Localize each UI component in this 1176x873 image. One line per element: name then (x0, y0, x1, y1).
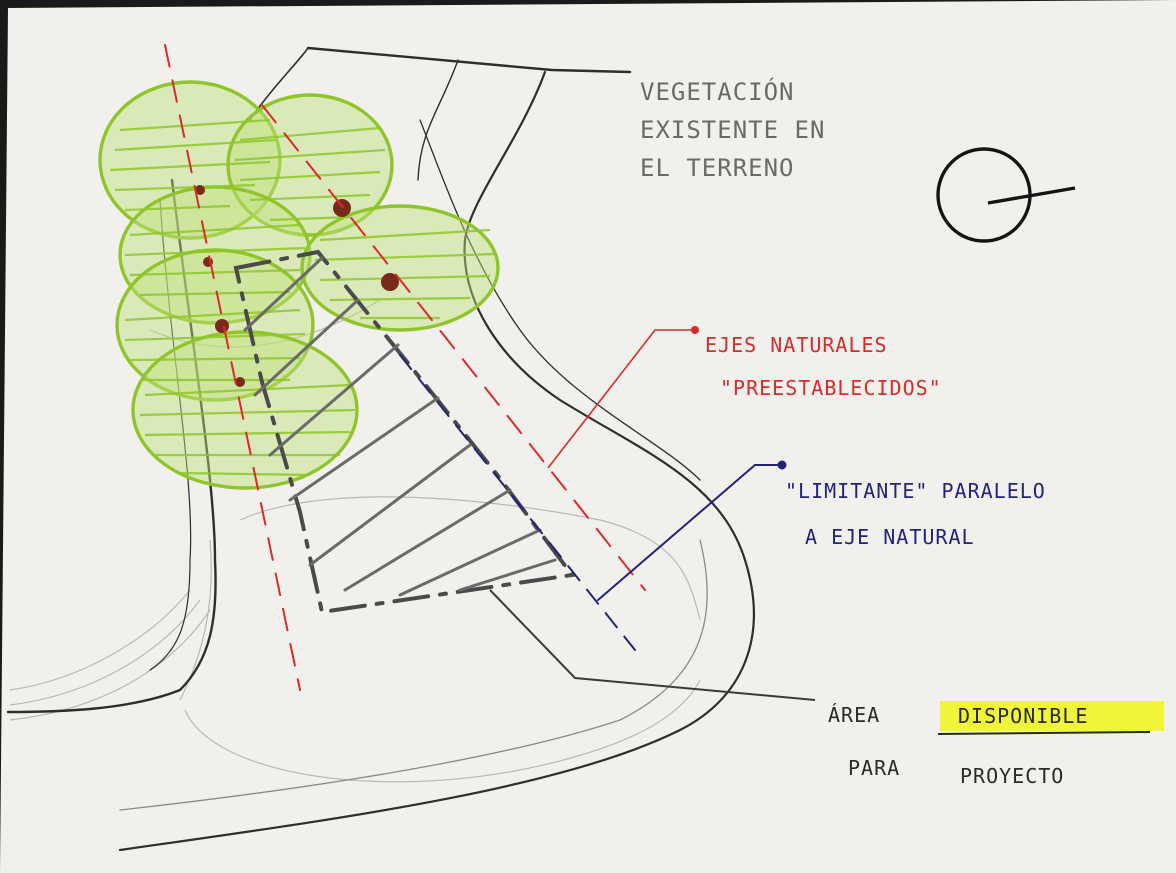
tree-trunk-dot (215, 319, 229, 333)
vegetation-canopy (302, 206, 498, 330)
area-label-line: PROYECTO (960, 764, 1064, 788)
tree-trunk-dot (333, 199, 351, 217)
area-label-line: PARA (848, 756, 900, 780)
axes-label-line: EJES NATURALES (705, 333, 888, 357)
leader-dot-icon (779, 462, 786, 469)
vegetation-label-line: VEGETACIÓN (640, 76, 795, 106)
vegetation-label-line: EL TERRENO (640, 154, 795, 182)
leader-dot-icon (691, 326, 699, 334)
area-label-prefix: ÁREA (828, 703, 880, 727)
area-label-highlight: DISPONIBLE (958, 704, 1088, 728)
limiting-label-line: "LIMITANTE" PARALELO (785, 479, 1046, 503)
axes-label-line: "PREESTABLECIDOS" (720, 376, 942, 400)
limiting-label-line: A EJE NATURAL (805, 525, 975, 549)
vegetation-label-line: EXISTENTE EN (640, 116, 825, 144)
